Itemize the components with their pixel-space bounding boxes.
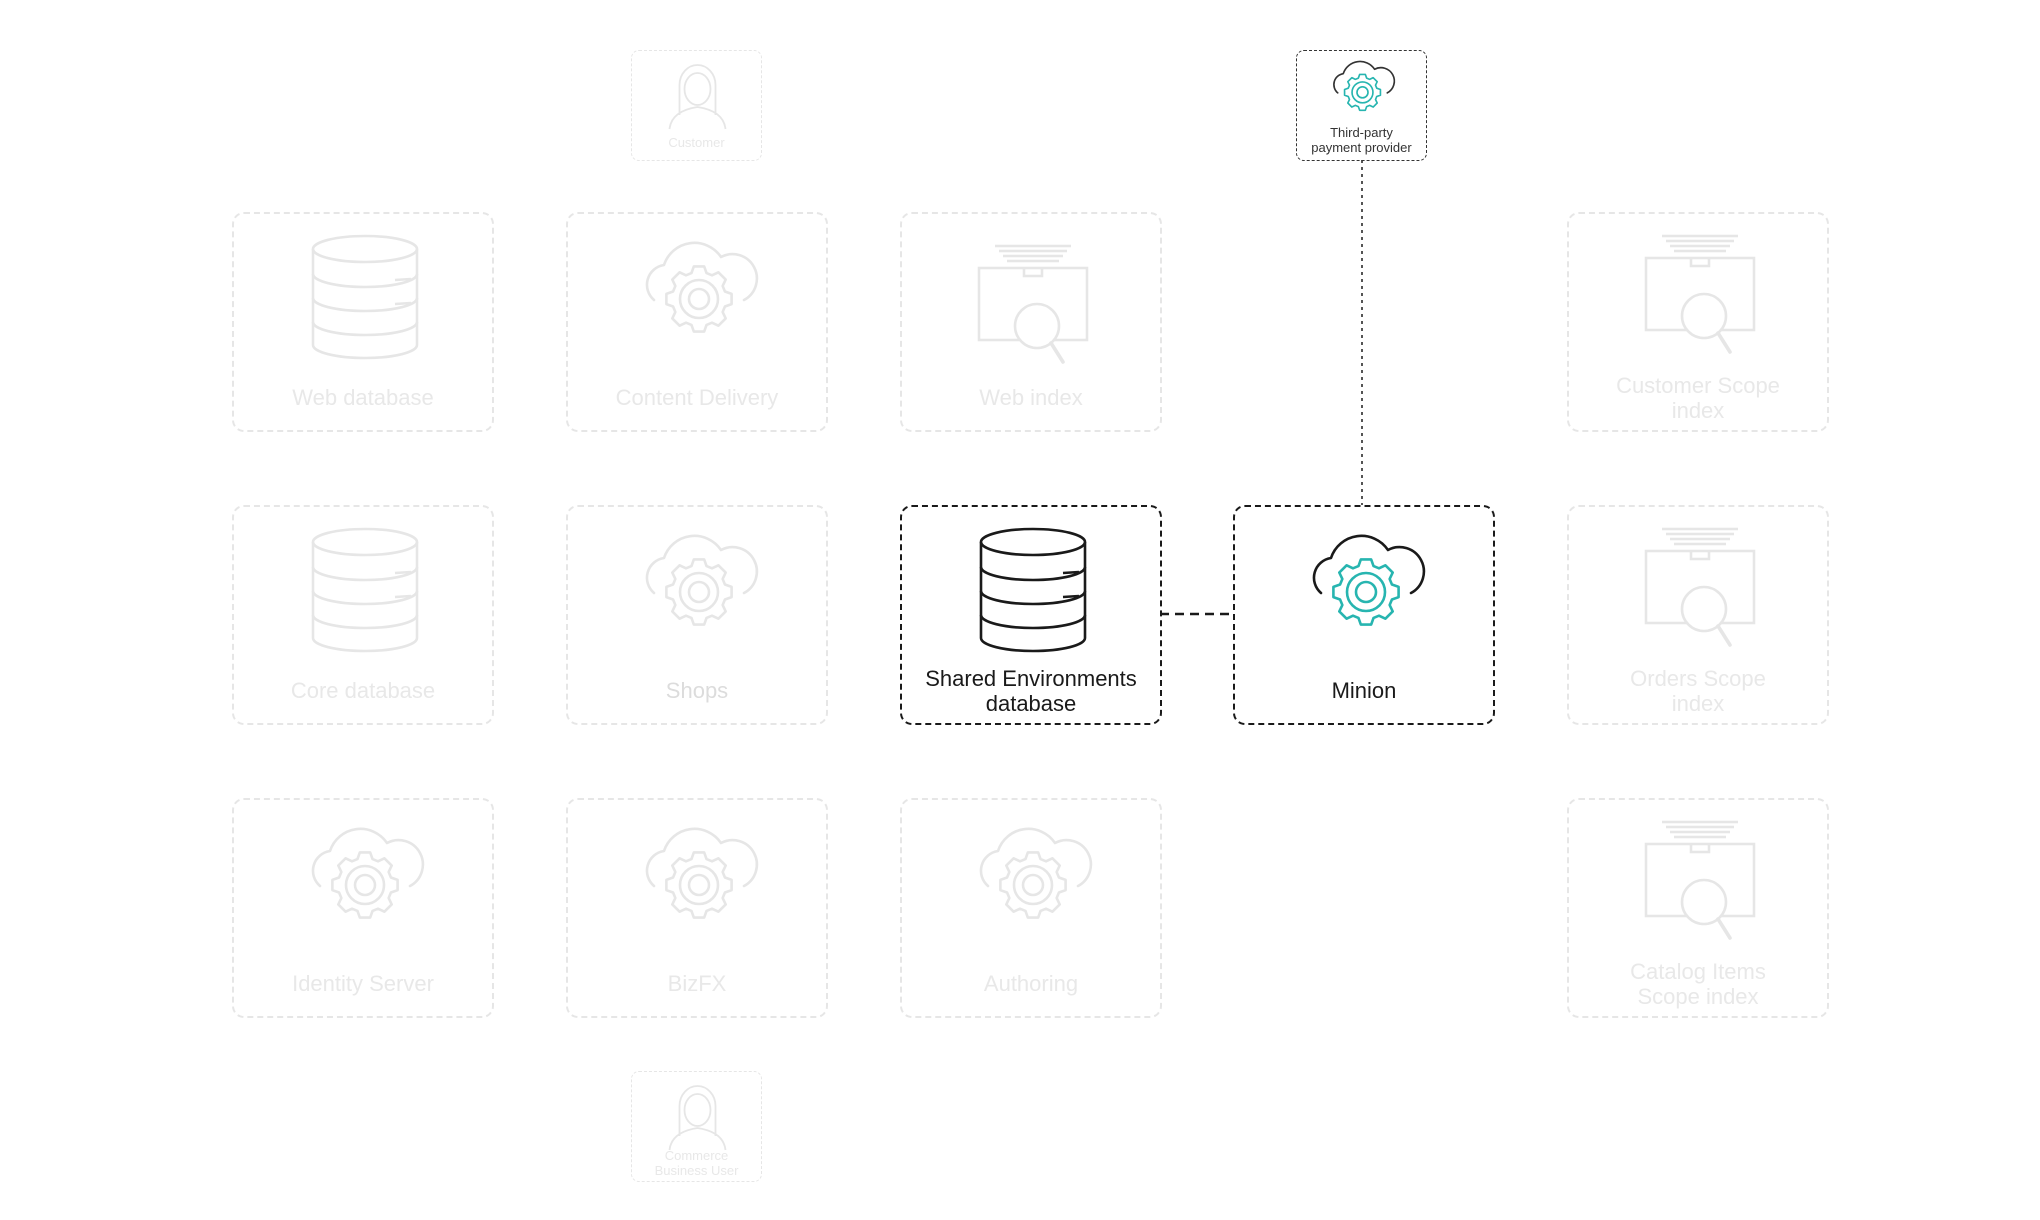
shops-label: Shops <box>665 678 729 703</box>
person-icon <box>668 1085 727 1151</box>
authoring-label: Authoring <box>983 971 1079 996</box>
shared-environments-database-label: Shared Environments database <box>925 666 1137 716</box>
identity-server-label: Identity Server <box>292 971 434 996</box>
content-delivery-label: Content Delivery <box>615 385 779 410</box>
cloud-gear-icon <box>1333 60 1396 112</box>
customer-scope-index-label: Customer Scope index <box>1616 373 1780 423</box>
web-database-label: Web database <box>292 385 434 410</box>
cloud-gear-icon <box>311 827 425 919</box>
content-delivery-node[interactable]: Content Delivery <box>566 212 828 432</box>
database-icon <box>311 234 419 360</box>
search-index-icon <box>977 244 1089 364</box>
payment-provider-node[interactable]: Third-party payment provider <box>1296 50 1427 161</box>
minion-node[interactable]: Minion <box>1233 505 1495 725</box>
database-icon <box>979 527 1087 653</box>
authoring-node[interactable]: Authoring <box>900 798 1162 1018</box>
bizfx-label: BizFX <box>667 971 727 996</box>
commerce-business-user-label: Commerce Business User <box>654 1148 739 1178</box>
search-index-icon <box>1644 527 1756 647</box>
customer-node[interactable]: Customer <box>631 50 762 161</box>
database-icon <box>311 527 419 653</box>
identity-server-node[interactable]: Identity Server <box>232 798 494 1018</box>
catalog-items-scope-index-label: Catalog Items Scope index <box>1630 959 1766 1009</box>
payment-provider-label: Third-party payment provider <box>1311 125 1412 155</box>
minion-label: Minion <box>1331 678 1397 703</box>
cloud-gear-icon <box>1312 534 1426 626</box>
search-index-icon <box>1644 820 1756 940</box>
catalog-items-scope-index-node[interactable]: Catalog Items Scope index <box>1567 798 1829 1018</box>
cloud-gear-icon <box>645 827 759 919</box>
web-index-label: Web index <box>979 385 1083 410</box>
web-index-node[interactable]: Web index <box>900 212 1162 432</box>
cloud-gear-icon <box>645 241 759 333</box>
orders-scope-index-label: Orders Scope index <box>1630 666 1766 716</box>
commerce-business-user-node[interactable]: Commerce Business User <box>631 1071 762 1182</box>
cloud-gear-icon <box>645 534 759 626</box>
bizfx-node[interactable]: BizFX <box>566 798 828 1018</box>
shops-node[interactable]: Shops <box>566 505 828 725</box>
search-index-icon <box>1644 234 1756 354</box>
core-database-label: Core database <box>290 678 436 703</box>
orders-scope-index-node[interactable]: Orders Scope index <box>1567 505 1829 725</box>
shared-environments-database-node[interactable]: Shared Environments database <box>900 505 1162 725</box>
web-database-node[interactable]: Web database <box>232 212 494 432</box>
cloud-gear-icon <box>979 827 1093 919</box>
customer-scope-index-node[interactable]: Customer Scope index <box>1567 212 1829 432</box>
person-icon <box>668 64 727 130</box>
core-database-node[interactable]: Core database <box>232 505 494 725</box>
customer-label: Customer <box>668 135 725 150</box>
